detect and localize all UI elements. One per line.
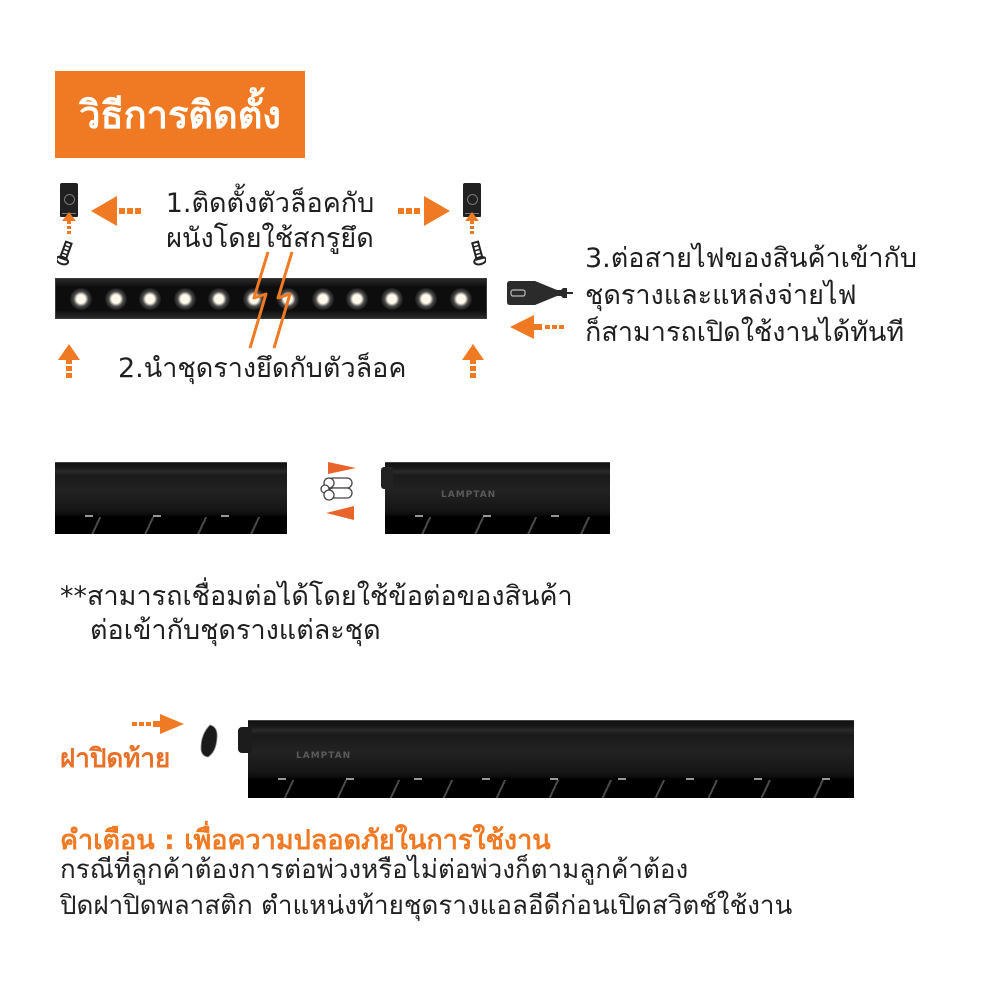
arrow-left-icon [91, 196, 141, 226]
page-title: วิธีการติดตั้ง [79, 93, 281, 137]
step-1-line-2: ผนังโดยใช้สกรูยึด [166, 223, 374, 254]
end-cap-icon [200, 724, 218, 758]
rail-connector-icon [320, 462, 356, 520]
step-2-text: 2.นำชุดรางยึดกับตัวล็อค [118, 353, 407, 384]
step-1-text: 1.ติดตั้งตัวล็อคกับ ผนังโดยใช้สกรูยึด [140, 186, 400, 256]
screw-icon [471, 240, 486, 266]
arrow-up-icon [58, 344, 80, 378]
arrow-up-icon [465, 212, 479, 234]
led-lamp [70, 287, 93, 310]
arrow-up-icon [62, 212, 76, 234]
arrow-right-icon [398, 196, 450, 226]
title-banner: วิธีการติดตั้ง [55, 71, 305, 158]
led-lamp [449, 287, 472, 310]
end-cap-label: ฝาปิดท้าย [60, 744, 171, 774]
arrow-left-icon [510, 315, 564, 339]
led-lamp [415, 287, 438, 310]
led-lamp [346, 287, 369, 310]
brand-label: LAMPTAN [296, 751, 352, 761]
arrow-right-icon [132, 714, 184, 734]
step-1-line-1: 1.ติดตั้งตัวล็อคกับ [165, 188, 375, 219]
rail-louvers [385, 516, 610, 534]
led-lamp [380, 287, 403, 310]
lightning-break-icon [248, 251, 294, 349]
rail-louvers [55, 516, 287, 534]
connector-note: **สามารถเชื่อมต่อได้โดยใช้ข้อต่อของสินค้… [60, 580, 573, 648]
led-lamp [173, 287, 196, 310]
warning-title: คำเตือน : เพื่อความปลอดภัยในการใช้งาน [60, 825, 551, 856]
track-rail-long: LAMPTAN [238, 720, 854, 798]
warning-line-1: กรณีที่ลูกค้าต้องการต่อพ่วงหรือไม่ต่อพ่ว… [60, 855, 689, 885]
arrow-up-icon [462, 344, 484, 378]
brand-label: LAMPTAN [441, 490, 497, 500]
track-rail-left [55, 462, 287, 534]
rail-end-clip [238, 727, 252, 753]
rail-louvers [248, 779, 854, 798]
warning-line-2: ปิดฝาปิดพลาสติก ตำแหน่งท้ายชุดรางแอลอีดี… [60, 891, 793, 921]
step-3-line-2: ชุดรางและแหล่งจ่ายไฟ [585, 280, 857, 311]
connector-note-line-2: ต่อเข้ากับชุดรางแต่ละชุด [90, 615, 381, 646]
step-3-line-1: 3.ต่อสายไฟของสินค้าเข้ากับ [585, 243, 918, 274]
led-track-fixture [55, 278, 487, 319]
led-lamp [208, 287, 231, 310]
step-3-text: 3.ต่อสายไฟของสินค้าเข้ากับ ชุดรางและแหล่… [585, 240, 917, 351]
power-plug-icon [507, 281, 573, 305]
connector-note-line-1: **สามารถเชื่อมต่อได้โดยใช้ข้อต่อของสินค้… [60, 581, 573, 612]
led-lamp [311, 287, 334, 310]
step-3-line-3: ก็สามารถเปิดใช้งานได้ทันที [585, 317, 905, 348]
led-lamp [139, 287, 162, 310]
screw-icon [57, 240, 73, 266]
rail-end-clip [381, 467, 393, 489]
track-rail-right: LAMPTAN [381, 462, 610, 534]
led-lamp [104, 287, 127, 310]
